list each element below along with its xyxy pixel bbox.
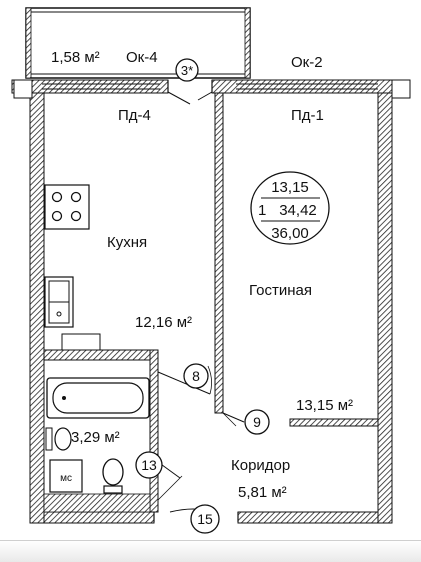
toilet: [102, 458, 124, 494]
balcony-door-left: [167, 80, 191, 105]
balcony-area: 1,58 м²: [51, 49, 100, 66]
cabinet: [61, 333, 101, 351]
kitchen-name: Кухня: [107, 234, 147, 251]
balcony-door-right: [197, 80, 213, 101]
door-left-label: Пд-4: [118, 107, 151, 124]
washing-machine: [49, 459, 83, 493]
bathroom-area: 3,29 м²: [71, 429, 120, 446]
bottom-bar: [0, 540, 421, 562]
living-door: [222, 412, 245, 427]
summary-living-area: 13,15: [271, 179, 309, 196]
marker-13-text: 13: [141, 457, 157, 473]
corridor-area: 5,81 м²: [238, 484, 287, 501]
kitchen-area: 12,16 м²: [135, 314, 192, 331]
washing-machine-label: мс: [60, 473, 72, 484]
marker-13: [135, 451, 163, 479]
corridor-name: Коридор: [231, 457, 290, 474]
marker-15: [190, 504, 220, 534]
walls: [11, 79, 411, 524]
summary-with-balcony: 36,00: [271, 225, 309, 242]
balcony-window-label: Ок-4: [126, 49, 158, 66]
living-name: Гостиная: [249, 282, 312, 299]
living-area: 13,15 м²: [296, 397, 353, 414]
marker-9-text: 9: [253, 414, 261, 430]
door-right-label: Пд-1: [291, 107, 324, 124]
marker-8: [183, 363, 209, 389]
apartment-summary-oval: [250, 171, 330, 245]
washbasin: [45, 427, 72, 451]
bathtub: [46, 377, 150, 419]
kitchen-door: [157, 365, 212, 395]
marker-15-text: 15: [197, 511, 213, 527]
balcony-marker-text: 3*: [181, 63, 193, 78]
summary-total-area: 34,42: [279, 202, 317, 219]
summary-rooms: 1: [258, 202, 266, 219]
balcony-marker: [175, 58, 199, 82]
window-right-label: Ок-2: [291, 54, 323, 71]
sink: [44, 276, 74, 328]
marker-9: [244, 409, 270, 435]
marker-8-text: 8: [192, 368, 200, 384]
stove: [44, 184, 90, 230]
balcony: [25, 7, 251, 79]
